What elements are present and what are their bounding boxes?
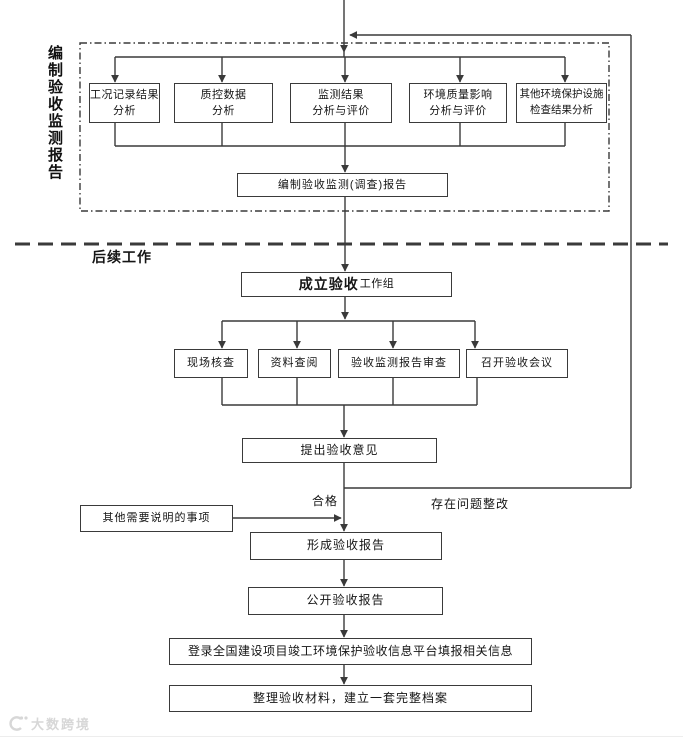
box-label-sub: 工作组 xyxy=(359,278,395,291)
box-site-verification: 现场核查 xyxy=(174,349,248,378)
box-compile-monitoring-report: 编制验收监测(调查)报告 xyxy=(237,173,448,197)
rectification-label: 存在问题整改 xyxy=(431,497,510,511)
box-label: 编制验收监测(调查)报告 xyxy=(277,178,408,191)
phase1-merge xyxy=(114,123,566,173)
box-label: 提出验收意见 xyxy=(300,442,379,457)
box-monitoring-report-review: 验收监测报告审查 xyxy=(338,349,460,378)
box-setup-acceptance-group: 成立验收 工作组 xyxy=(241,272,452,297)
box-form-acceptance-report: 形成验收报告 xyxy=(250,532,442,560)
box-line: 分析与评价 xyxy=(429,104,487,117)
box-label: 资料查阅 xyxy=(270,357,319,370)
box-archive-materials: 整理验收材料，建立一套完整档案 xyxy=(169,685,532,712)
box-document-review: 资料查阅 xyxy=(258,349,331,378)
box-acceptance-meeting: 召开验收会议 xyxy=(466,349,568,378)
box-qc-data-analysis: 质控数据 分析 xyxy=(174,83,273,123)
box-label: 整理验收材料，建立一套完整档案 xyxy=(252,690,448,705)
feedback-loop xyxy=(344,31,632,489)
box-other-matters: 其他需要说明的事项 xyxy=(80,505,233,532)
box-other-env-facility-check: 其他环境保护设施 检查结果分析 xyxy=(516,83,607,123)
box-label: 公开验收报告 xyxy=(306,593,385,608)
box-monitoring-result-evaluation: 监测结果 分析与评价 xyxy=(290,83,392,123)
box-line: 检查结果分析 xyxy=(530,104,593,117)
page-edge-line xyxy=(0,736,683,737)
box-label: 现场核查 xyxy=(187,357,235,370)
box-line: 分析与评价 xyxy=(312,104,370,117)
box-line: 分析 xyxy=(212,104,235,117)
box-platform-filing: 登录全国建设项目竣工环境保护验收信息平台填报相关信息 xyxy=(169,638,532,665)
phase2-fanout xyxy=(218,297,479,349)
qualified-label: 合格 xyxy=(311,494,338,508)
watermark-text: 大数跨境 xyxy=(31,717,92,732)
box-publish-acceptance-report: 公开验收报告 xyxy=(248,587,443,615)
watermark-logo-icon xyxy=(9,716,28,731)
box-env-quality-impact-evaluation: 环境质量影响 分析与评价 xyxy=(409,83,507,123)
box-label: 形成验收报告 xyxy=(306,538,385,553)
box-line: 工况记录结果 xyxy=(90,88,159,101)
box-label: 验收监测报告审查 xyxy=(351,357,447,370)
box-line: 分析 xyxy=(113,104,136,117)
box-propose-acceptance-opinion: 提出验收意见 xyxy=(242,438,437,463)
box-line: 质控数据 xyxy=(200,88,247,101)
phase2-merge xyxy=(221,378,478,438)
box-label: 其他需要说明的事项 xyxy=(102,512,211,525)
box-line: 环境质量影响 xyxy=(423,88,493,101)
phase2-label: 后续工作 xyxy=(92,249,152,265)
box-label: 登录全国建设项目竣工环境保护验收信息平台填报相关信息 xyxy=(187,643,513,658)
box-label: 召开验收会议 xyxy=(481,357,553,370)
box-line: 其他环境保护设施 xyxy=(519,88,604,101)
box-working-condition-analysis: 工况记录结果 分析 xyxy=(89,83,160,123)
watermark: 大数跨境 xyxy=(6,714,91,733)
box-line: 监测结果 xyxy=(318,88,364,101)
phase1-fanout xyxy=(111,56,569,83)
box-label-main: 成立验收 xyxy=(298,276,359,293)
phase1-label: 编制验收监测报告 xyxy=(46,45,63,181)
